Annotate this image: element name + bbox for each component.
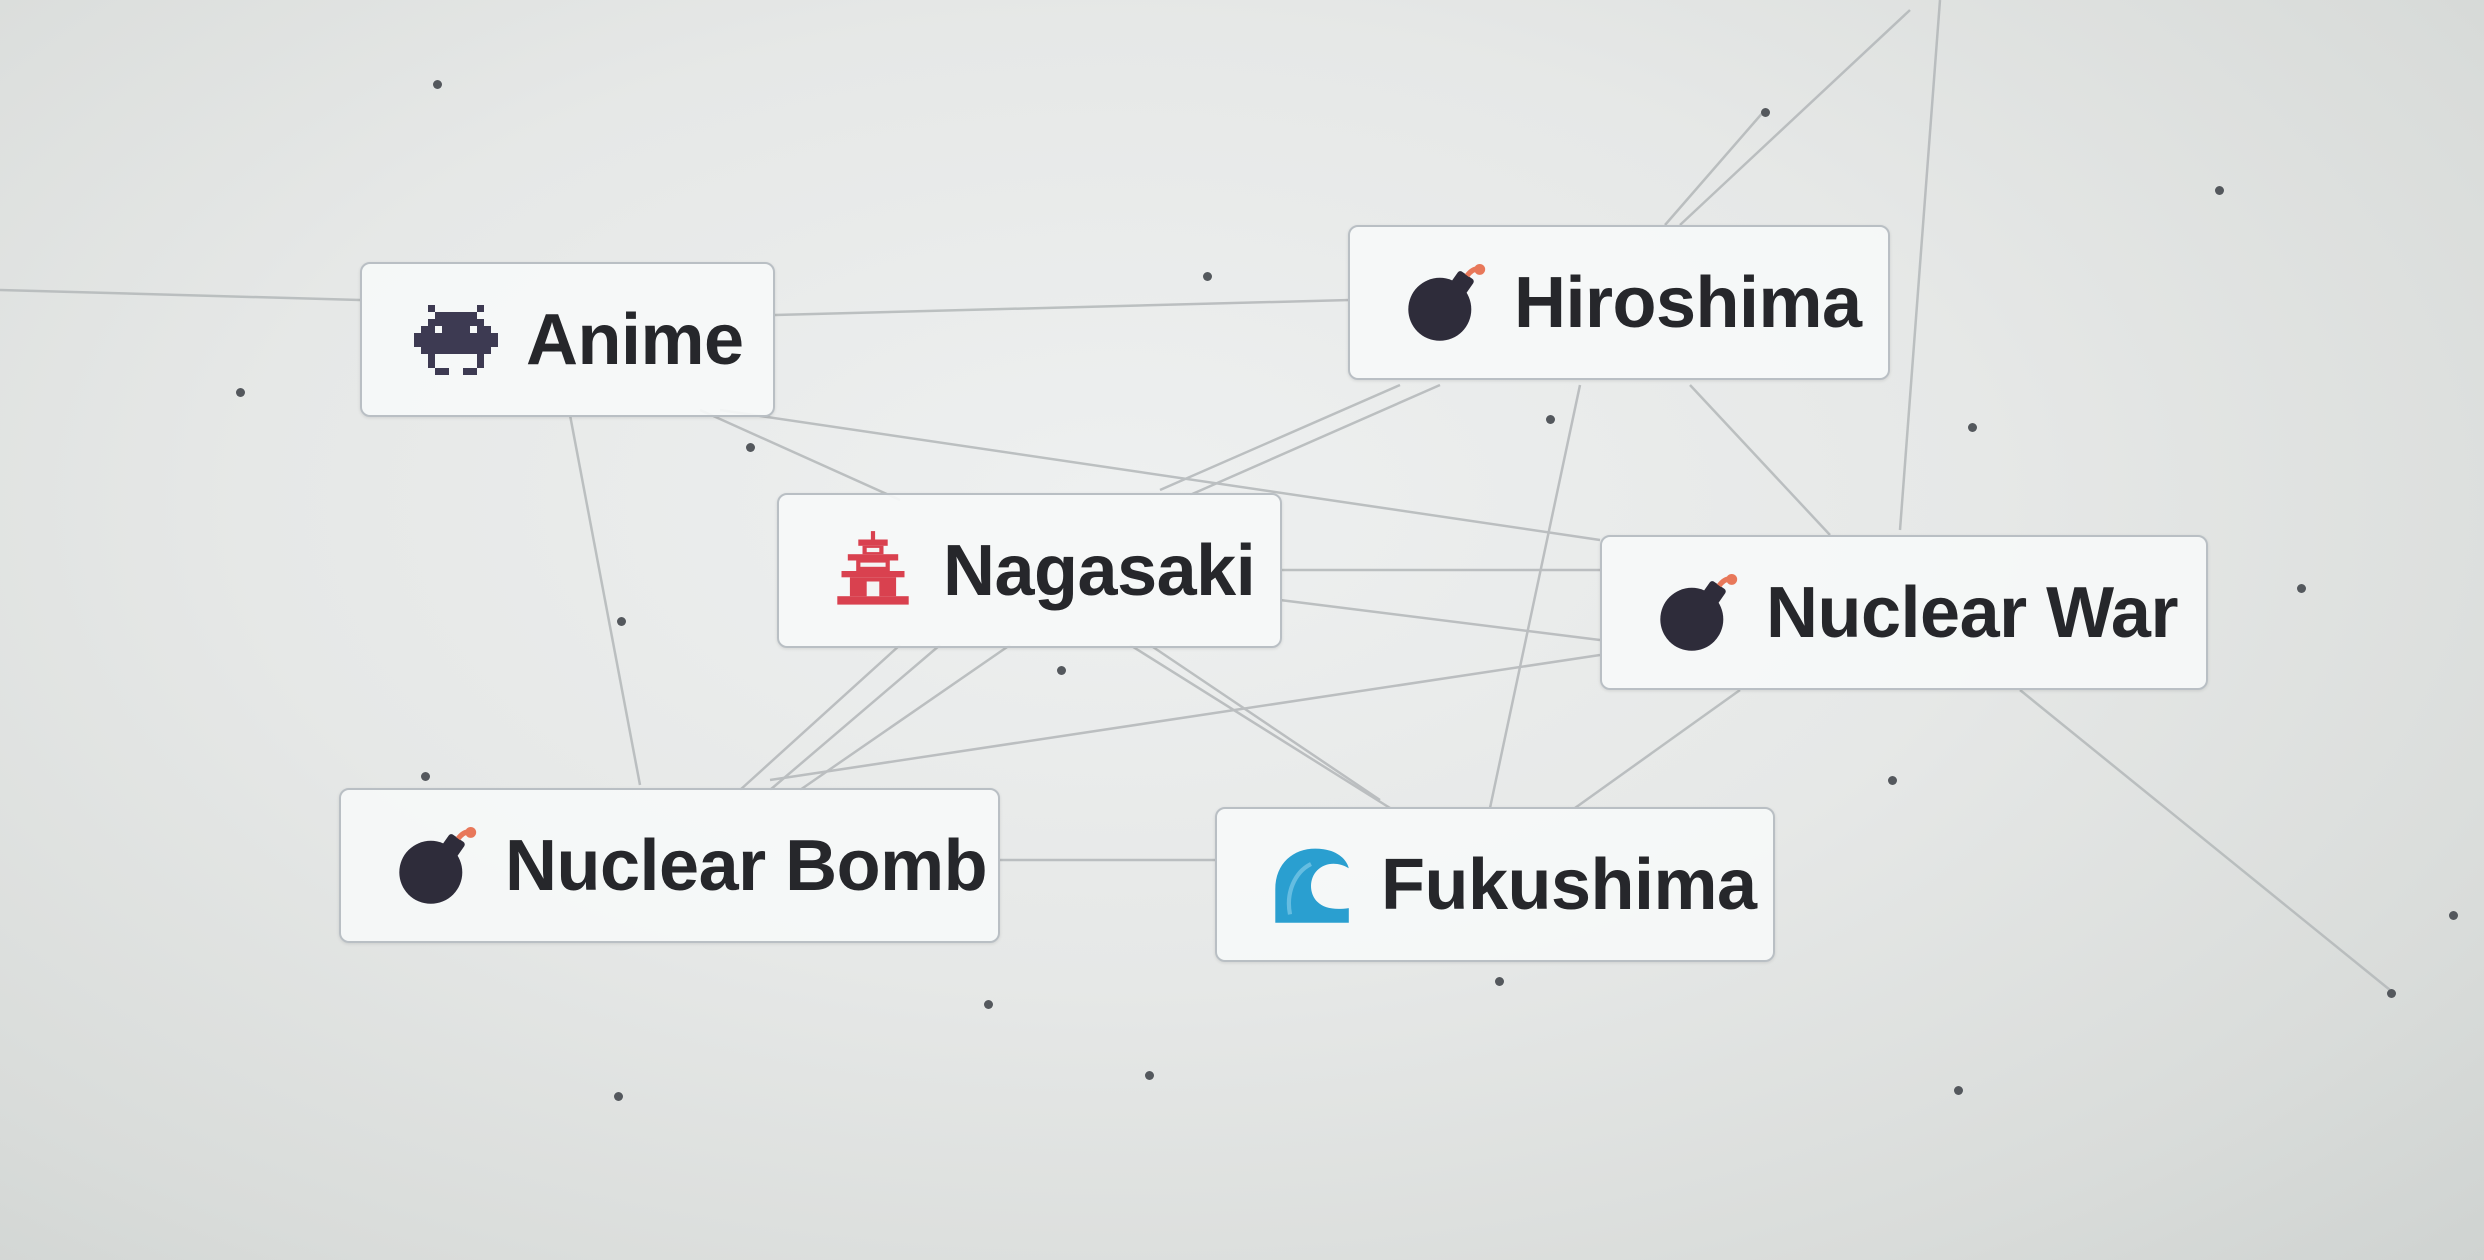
canvas-dot (617, 617, 626, 626)
canvas-dot (2449, 911, 2458, 920)
element-label: Nuclear Bomb (505, 825, 988, 906)
element-label: Fukushima (1381, 844, 1757, 925)
canvas-dot (1954, 1086, 1963, 1095)
element-label: Hiroshima (1514, 262, 1862, 343)
bomb-icon (1402, 261, 1486, 345)
wave-icon (1269, 843, 1353, 927)
canvas-dot (433, 80, 442, 89)
canvas-dot (2297, 584, 2306, 593)
bomb-icon (1654, 571, 1738, 655)
element-label: Anime (526, 299, 744, 380)
space-invader-icon (414, 298, 498, 382)
canvas-dot (1888, 776, 1897, 785)
canvas-dot (1968, 423, 1977, 432)
canvas-dot (2215, 186, 2224, 195)
canvas-dot (614, 1092, 623, 1101)
canvas-dot (236, 388, 245, 397)
canvas-dot (1761, 108, 1770, 117)
pagoda-icon (831, 529, 915, 613)
canvas-dot (1203, 272, 1212, 281)
canvas-dot (984, 1000, 993, 1009)
canvas-dot (1495, 977, 1504, 986)
element-tile-nagasaki[interactable]: Nagasaki (777, 493, 1282, 648)
element-tile-nuclear-war[interactable]: Nuclear War (1600, 535, 2208, 690)
canvas-dot (2387, 989, 2396, 998)
bomb-icon (393, 824, 477, 908)
canvas-dot (1145, 1071, 1154, 1080)
canvas-dot (1546, 415, 1555, 424)
element-tile-fukushima[interactable]: Fukushima (1215, 807, 1775, 962)
element-tile-nuclear-bomb[interactable]: Nuclear Bomb (339, 788, 1000, 943)
canvas-dot (1057, 666, 1066, 675)
canvas-dot (421, 772, 430, 781)
element-tile-anime[interactable]: Anime (360, 262, 775, 417)
element-tile-hiroshima[interactable]: Hiroshima (1348, 225, 1890, 380)
canvas-dot (746, 443, 755, 452)
element-label: Nuclear War (1766, 572, 2178, 653)
element-label: Nagasaki (943, 530, 1256, 611)
